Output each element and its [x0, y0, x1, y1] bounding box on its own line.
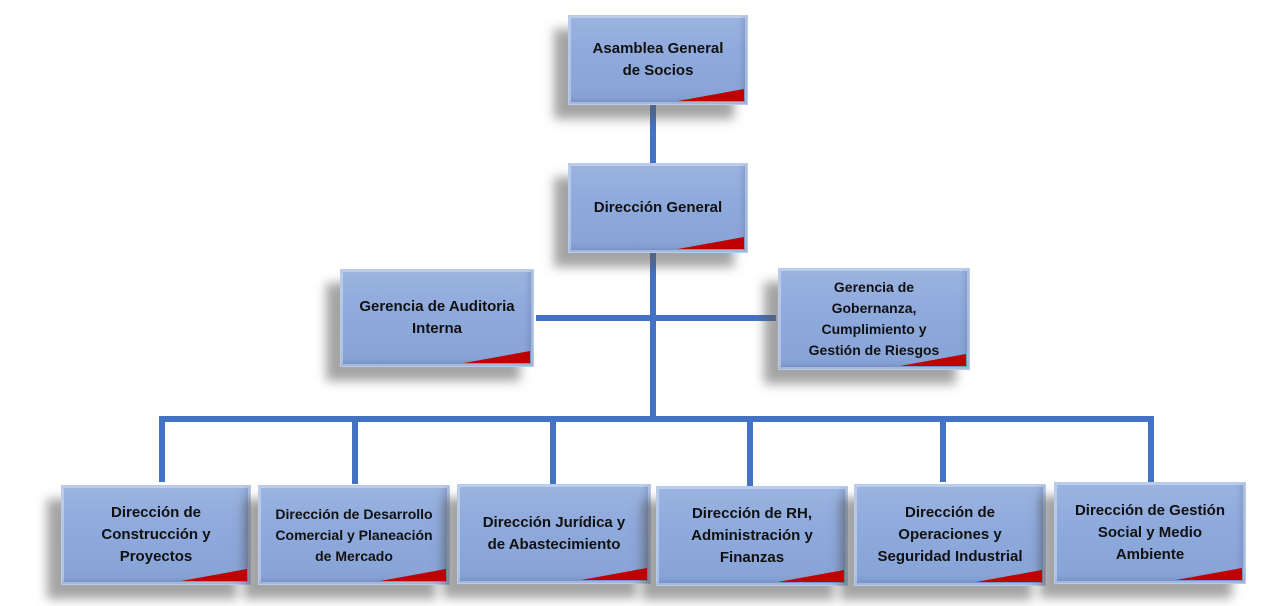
node-label: Dirección de Gestión Social y Medio Ambi… [1074, 502, 1226, 563]
connector-director-trunk [650, 252, 656, 420]
node-label: Dirección Jurídica y de Abastecimiento [482, 514, 626, 553]
node-direccion-general[interactable]: Dirección General [568, 163, 748, 253]
red-accent-shape [464, 351, 530, 363]
node-label: Dirección General [593, 199, 723, 216]
red-accent-shape [181, 569, 247, 581]
node-dept-construccion[interactable]: Dirección de Construcción y Proyectos [61, 485, 251, 585]
node-gerencia-auditoria[interactable]: Gerencia de Auditoria Interna [340, 269, 534, 367]
node-dept-desarrollo-comercial[interactable]: Dirección de Desarrollo Comercial y Plan… [258, 485, 450, 585]
connector-dept-4 [747, 416, 753, 486]
node-dept-operaciones[interactable]: Dirección de Operaciones y Seguridad Ind… [854, 484, 1046, 586]
node-asamblea-general[interactable]: Asamblea General de Socios [568, 15, 748, 105]
node-label: Dirección de Construcción y Proyectos [101, 504, 211, 565]
red-accent-shape [380, 569, 446, 581]
node-label: Dirección de Operaciones y Seguridad Ind… [877, 504, 1023, 565]
connector-departments-bar [159, 416, 1154, 422]
connector-staff-bar [536, 315, 776, 321]
red-accent-shape [976, 570, 1042, 582]
node-label: Dirección de Desarrollo Comercial y Plan… [275, 505, 433, 564]
connector-dept-3 [550, 416, 556, 484]
red-accent-shape [678, 237, 744, 249]
red-accent-shape [581, 568, 647, 580]
node-label: Asamblea General de Socios [592, 40, 724, 79]
connector-top-to-director [650, 104, 656, 164]
red-accent-shape [778, 570, 844, 582]
red-accent-shape [900, 354, 966, 366]
node-dept-gestion-social[interactable]: Dirección de Gestión Social y Medio Ambi… [1054, 482, 1246, 584]
red-accent-shape [1176, 568, 1242, 580]
connector-dept-5 [940, 416, 946, 482]
connector-dept-2 [352, 416, 358, 484]
node-label: Gerencia de Auditoria Interna [359, 298, 515, 337]
node-gerencia-gobernanza[interactable]: Gerencia de Gobernanza, Cumplimiento y G… [778, 268, 970, 370]
red-accent-shape [678, 89, 744, 101]
node-dept-rh-finanzas[interactable]: Dirección de RH, Administración y Finanz… [656, 486, 848, 586]
node-dept-juridica[interactable]: Dirección Jurídica y de Abastecimiento [457, 484, 651, 584]
connector-dept-1 [159, 416, 165, 482]
node-label: Dirección de RH, Administración y Finanz… [691, 505, 813, 566]
connector-dept-6 [1148, 416, 1154, 482]
node-label: Gerencia de Gobernanza, Cumplimiento y G… [808, 279, 940, 358]
